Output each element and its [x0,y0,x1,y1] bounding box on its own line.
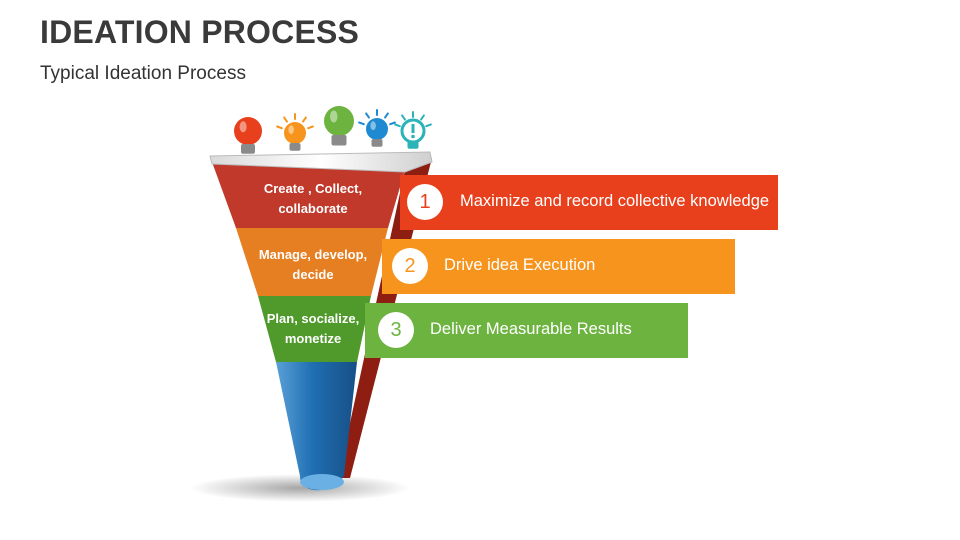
lightbulb-row [234,106,432,154]
lightbulb-icon [394,111,432,149]
lightbulb-icon [358,109,396,147]
funnel-stage-1-label: Create , Collect, collaborate [263,181,363,216]
funnel-stage-3-label: Plan, socialize, monetize [266,311,360,346]
lightbulb-icon [276,113,314,151]
funnel-stage-2-label: Manage, develop, decide [258,247,368,282]
step-1-number: 1 [407,184,443,220]
funnel-stage-1 [212,162,405,228]
lightbulb-icon [234,117,262,154]
funnel-spout [276,362,357,491]
funnel-rim [209,151,433,173]
funnel-stage-2 [236,228,388,296]
floor-shadow [190,474,410,502]
step-3-text: Deliver Measurable Results [430,320,632,338]
step-1-text: Maximize and record collective knowledge [460,192,770,210]
lightbulb-icon [324,106,354,146]
step-3-number: 3 [378,312,414,348]
step-band-3 [365,303,688,358]
funnel-spout-tip [300,474,344,490]
page-subtitle: Typical Ideation Process [40,63,246,84]
step-2-number: 2 [392,248,428,284]
step-2-text: Drive idea Execution [444,256,596,274]
step-band-1 [400,175,778,230]
funnel-stage-3 [258,296,371,362]
step-band-2 [382,239,735,294]
page-title: IDEATION PROCESS [40,14,360,50]
